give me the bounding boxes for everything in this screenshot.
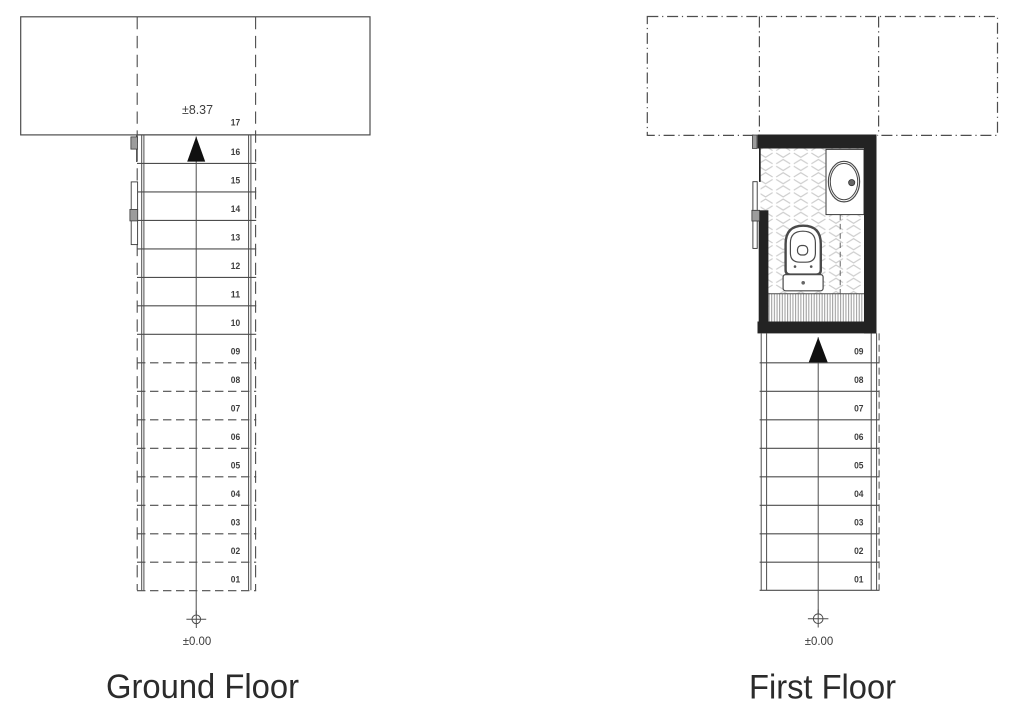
svg-text:15: 15 — [231, 176, 241, 187]
svg-text:09: 09 — [854, 347, 863, 358]
svg-text:04: 04 — [231, 489, 241, 500]
svg-text:04: 04 — [854, 489, 864, 500]
svg-text:14: 14 — [231, 204, 241, 215]
svg-text:07: 07 — [854, 404, 863, 415]
svg-text:11: 11 — [231, 290, 241, 301]
svg-text:02: 02 — [231, 546, 240, 557]
svg-text:05: 05 — [231, 461, 241, 472]
svg-text:01: 01 — [231, 575, 241, 586]
svg-text:First Floor: First Floor — [749, 669, 896, 707]
svg-text:06: 06 — [854, 432, 863, 443]
svg-text:10: 10 — [231, 318, 240, 329]
svg-text:06: 06 — [231, 432, 240, 443]
svg-text:17: 17 — [231, 117, 240, 128]
svg-text:03: 03 — [854, 518, 863, 529]
svg-text:±0.00: ±0.00 — [805, 634, 834, 648]
svg-text:02: 02 — [854, 546, 863, 557]
svg-text:16: 16 — [231, 147, 240, 158]
svg-text:05: 05 — [854, 461, 864, 472]
svg-text:±8.37: ±8.37 — [182, 103, 213, 117]
svg-text:12: 12 — [231, 261, 240, 272]
svg-text:08: 08 — [231, 375, 240, 386]
svg-text:03: 03 — [231, 518, 240, 529]
svg-text:09: 09 — [231, 347, 240, 358]
svg-text:±0.00: ±0.00 — [183, 634, 212, 648]
svg-text:13: 13 — [231, 233, 240, 244]
svg-text:01: 01 — [854, 575, 864, 586]
svg-text:08: 08 — [854, 375, 863, 386]
svg-text:07: 07 — [231, 404, 240, 415]
svg-text:Ground Floor: Ground Floor — [106, 668, 299, 706]
